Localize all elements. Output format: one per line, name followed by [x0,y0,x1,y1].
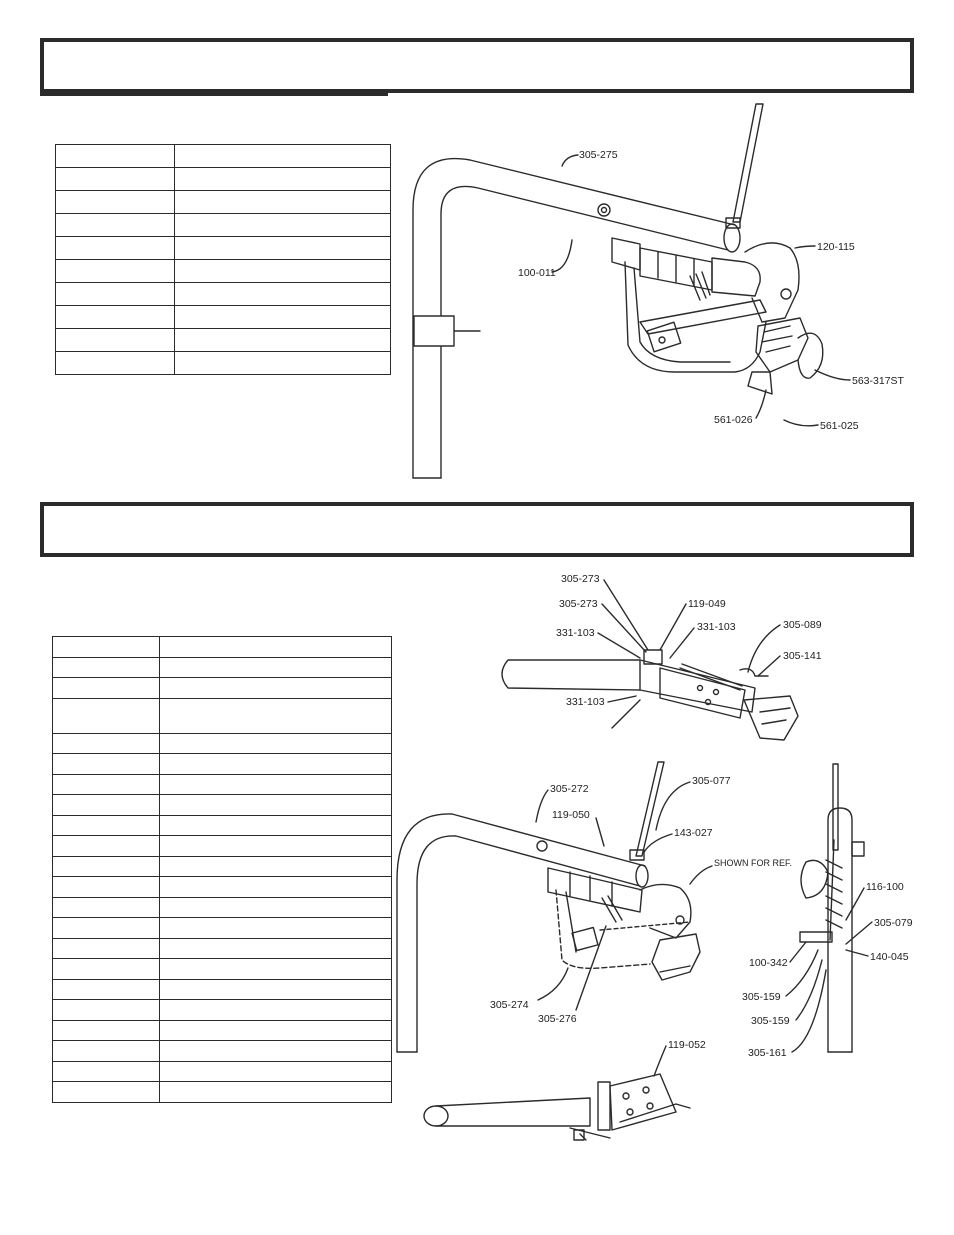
diagram-1-callouts: 305-275 100-011 120-115 563-317ST 561-02… [518,149,905,432]
part-label: 331-103 [697,621,736,633]
table-row [55,167,391,191]
table-row [52,978,392,1000]
diagram-2a-top-view [501,579,799,741]
part-label: 119-050 [552,809,590,821]
part-label: SHOWN FOR REF. [714,858,792,868]
part-label: 305-272 [550,783,589,795]
diagram-2a-callouts: 305-273 305-273 119-049 331-103 331-103 … [556,573,822,708]
part-label: 305-273 [561,573,600,585]
part-label: 305-077 [692,775,731,787]
table-row [52,753,392,775]
table-row [55,282,391,306]
part-label: 305-089 [783,619,822,631]
part-label: 561-025 [820,420,859,432]
table-row [55,351,391,375]
table-row [52,636,392,658]
part-label: 305-273 [559,598,598,610]
part-label: 331-103 [566,696,605,708]
part-label: 120-115 [817,241,855,253]
part-label: 100-342 [749,957,788,969]
part-label: 305-275 [579,149,618,161]
part-label: 116-100 [866,881,904,893]
section-header-bar-1 [40,38,914,93]
table-row [52,999,392,1021]
section-bar-underline-1 [40,93,388,96]
table-row [52,1060,392,1082]
part-label: 143-027 [674,827,713,839]
diagram-2b-callouts: 305-272 305-077 119-050 143-027 SHOWN FO… [490,775,792,1025]
part-label: 119-052 [668,1039,706,1051]
part-label: 305-079 [874,917,913,929]
part-label: 305-141 [783,650,822,662]
table-row [52,773,392,795]
part-label: 331-103 [556,627,595,639]
part-label: 305-161 [748,1047,787,1059]
part-label: 561-026 [714,414,753,426]
diagram-1-assembly [412,103,851,479]
diagram-2c-callouts: 116-100 305-079 100-342 140-045 305-159 … [742,881,913,1059]
part-label: 140-045 [870,951,909,963]
part-label: 563-317ST [852,375,905,387]
table-row [55,236,391,260]
part-label: 305-276 [538,1013,577,1025]
parts-table-2 [52,636,392,1103]
parts-table-1 [55,144,391,375]
part-label: 305-159 [751,1015,790,1027]
part-label: 119-049 [688,598,726,610]
table-row [55,328,391,352]
part-label: 305-274 [490,999,529,1011]
section-header-bar-2 [40,502,914,557]
table-row [52,697,392,734]
table-row [52,1081,392,1103]
diagram-2d-callouts: 119-052 [668,1039,706,1051]
diagram-2d-bottom-view [423,1045,691,1141]
diagram-2b-side-view [396,761,713,1053]
part-label: 100-011 [518,267,556,279]
diagram-2c-end-view [785,763,873,1053]
part-label: 305-159 [742,991,781,1003]
